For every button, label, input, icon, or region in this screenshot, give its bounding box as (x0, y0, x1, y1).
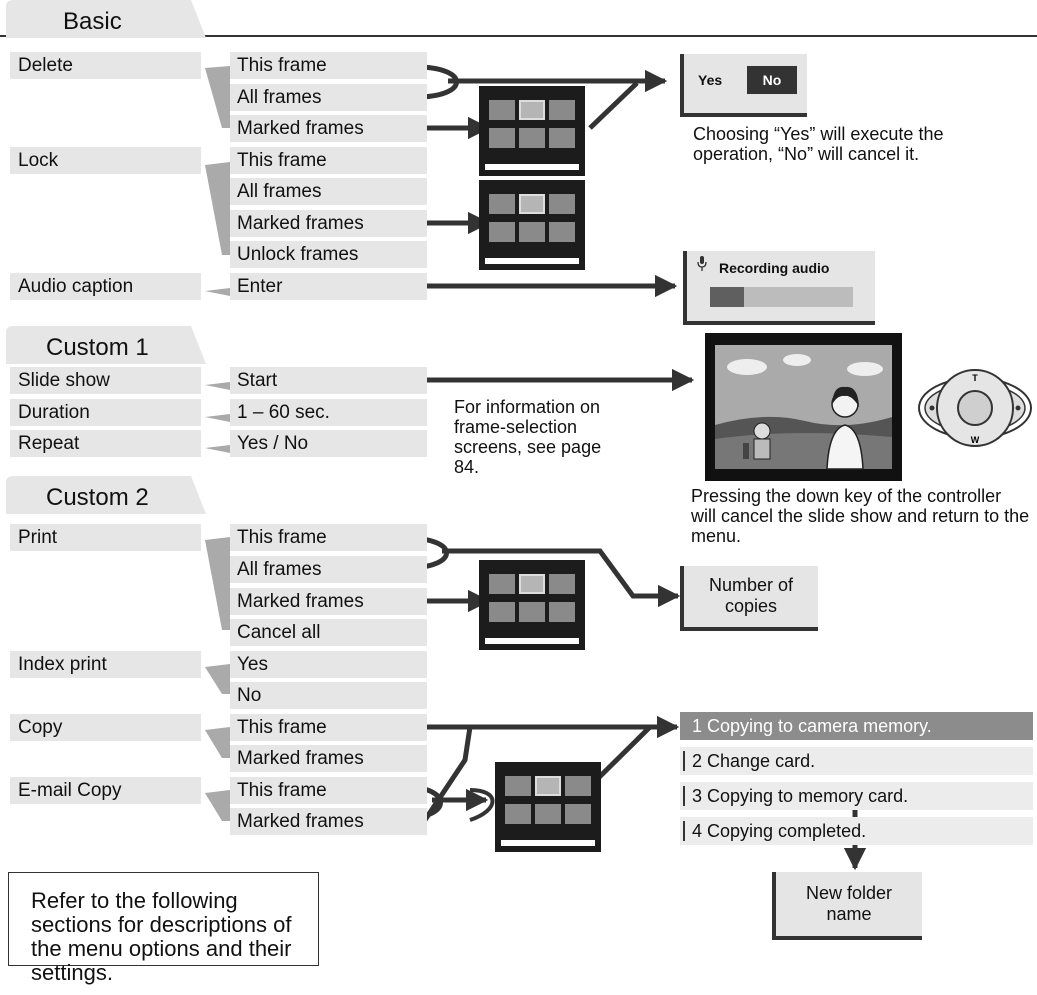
option-print-marked-frames: Marked frames (230, 588, 427, 615)
tab-shape (6, 476, 206, 514)
recording-label: Recording audio (719, 260, 830, 276)
menu-item-repeat: Repeat (10, 430, 201, 457)
option-print-cancel-all: Cancel all (230, 619, 427, 646)
menu-item-lock: Lock (10, 147, 201, 174)
menu-item-index-print: Index print (10, 651, 201, 678)
menu-item-slide-show: Slide show (10, 367, 201, 394)
copy-step-3: 3 Copying to memory card. (680, 782, 1033, 810)
zoom-wide-label: W (971, 435, 980, 445)
option-index-yes: Yes (230, 651, 427, 678)
zoom-tele-label: T (972, 373, 978, 383)
frame-selection-screen (479, 560, 585, 650)
option-lock-all-frames: All frames (230, 178, 427, 205)
tab-custom-1: Custom 1 (6, 326, 206, 366)
option-duration-range: 1 – 60 sec. (230, 399, 427, 426)
option-audio-enter: Enter (230, 273, 427, 300)
option-print-all-frames: All frames (230, 556, 427, 583)
no-option: No (747, 66, 797, 94)
info-box: Refer to the following sections for desc… (8, 872, 319, 985)
menu-item-print: Print (10, 524, 201, 551)
copy-step-2: 2 Change card. (680, 747, 1033, 775)
recording-progress-bar (710, 287, 853, 307)
slide-picture (715, 345, 892, 470)
tab-shape (6, 326, 206, 364)
tab-label-custom-2: Custom 2 (46, 484, 149, 511)
tab-shape (6, 0, 206, 38)
new-folder-name-label: New folder name (805, 883, 893, 924)
option-copy-this-frame: This frame (230, 714, 427, 741)
controller-icon: T W (918, 369, 1032, 447)
number-of-copies-label: Number of copies (708, 575, 794, 616)
option-lock-unlock-frames: Unlock frames (230, 241, 427, 268)
yes-option: Yes (698, 72, 723, 88)
menu-item-copy: Copy (10, 714, 201, 741)
option-lock-this-frame: This frame (230, 147, 427, 174)
option-delete-this-frame: This frame (230, 52, 427, 79)
menu-item-delete: Delete (10, 52, 201, 79)
microphone-icon (697, 256, 707, 271)
option-repeat-yes-no: Yes / No (230, 430, 427, 457)
recording-progress-fill (710, 287, 745, 307)
info-text: Refer to the following sections for desc… (31, 888, 292, 985)
frame-selection-screen (479, 180, 585, 270)
tab-custom-2: Custom 2 (6, 476, 206, 516)
frame-selection-screen (495, 762, 601, 852)
recording-audio-screen: Recording audio (683, 251, 875, 325)
tab-label-custom-1: Custom 1 (46, 334, 149, 361)
option-print-this-frame: This frame (230, 524, 427, 551)
frame-selection-note: For information on frame-selection scree… (454, 397, 602, 477)
option-lock-marked-frames: Marked frames (230, 210, 427, 237)
frame-selection-screen (479, 86, 585, 176)
option-copy-marked-frames: Marked frames (230, 745, 427, 772)
option-slide-start: Start (230, 367, 427, 394)
menu-item-duration: Duration (10, 399, 201, 426)
copy-step-1: 1 Copying to camera memory. (680, 712, 1033, 740)
menu-item-email-copy: E-mail Copy (10, 777, 201, 804)
menu-item-audio-caption: Audio caption (10, 273, 201, 300)
confirm-dialog: Yes No (680, 54, 807, 117)
option-delete-all-frames: All frames (230, 84, 427, 111)
slide-show-image (705, 333, 902, 481)
option-index-no: No (230, 682, 427, 709)
new-folder-name-box: New folder name (772, 872, 922, 940)
option-email-this-frame: This frame (230, 777, 427, 804)
tab-label-basic: Basic (63, 8, 122, 35)
tab-basic: Basic (6, 0, 206, 40)
option-delete-marked-frames: Marked frames (230, 115, 427, 142)
copy-step-4: 4 Copying completed. (680, 817, 1033, 845)
slide-show-note: Pressing the down key of the controller … (691, 486, 1030, 546)
confirm-note: Choosing “Yes” will execute the operatio… (693, 124, 944, 164)
number-of-copies-box: Number of copies (680, 566, 818, 631)
option-email-marked-frames: Marked frames (230, 808, 427, 835)
